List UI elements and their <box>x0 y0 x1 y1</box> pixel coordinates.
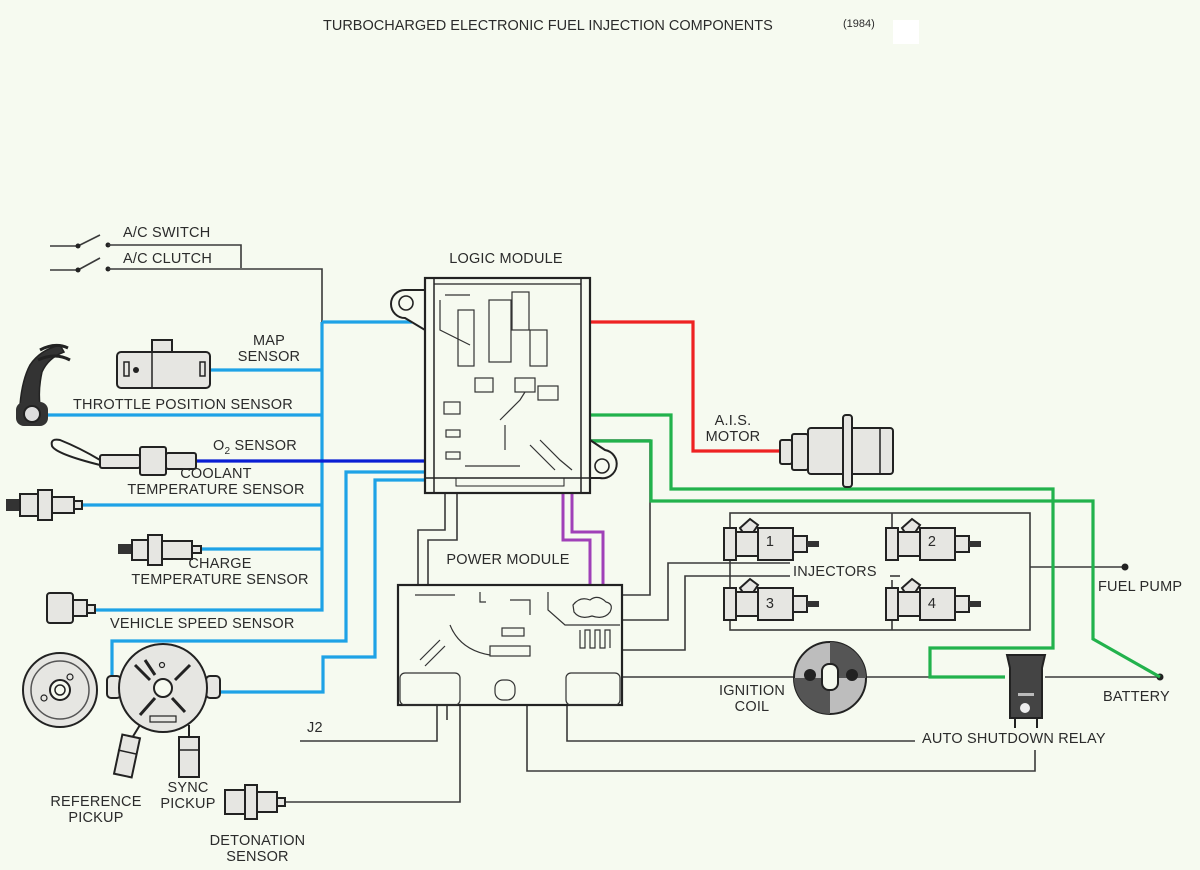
ac-switch-wires <box>50 234 323 322</box>
auto-shutdown-relay-label: AUTO SHUTDOWN RELAY <box>922 731 1106 747</box>
ignition-label-line1: IGNITION <box>718 683 786 699</box>
o2-label-suffix: SENSOR <box>230 438 297 454</box>
detonation-label-line2: SENSOR <box>226 849 289 865</box>
battery-label: BATTERY <box>1103 689 1170 705</box>
sync-pickup-label: SYNC PICKUP <box>158 780 218 812</box>
coolant-label-line1: COOLANT <box>180 466 252 482</box>
map-label-line1: MAP <box>252 333 286 349</box>
injectors-label: INJECTORS <box>793 564 877 580</box>
diagram-year: (1984) <box>843 18 875 30</box>
sensor-bus <box>44 320 428 694</box>
ignition-coil-label: IGNITION COIL <box>712 683 792 715</box>
detonation-label-line1: DETONATION <box>209 833 306 849</box>
diagram-title: TURBOCHARGED ELECTRONIC FUEL INJECTION C… <box>323 18 773 34</box>
injector-1-number: 1 <box>765 534 775 550</box>
logic-module-label: LOGIC MODULE <box>449 251 563 267</box>
auto-shutdown-relay-icon[interactable] <box>1005 654 1047 728</box>
injector-3-icon[interactable] <box>723 577 819 621</box>
ignition-label-line2: COIL <box>734 699 770 715</box>
reference-pickup-label: REFERENCE PICKUP <box>44 794 148 826</box>
ignition-line <box>622 673 1164 681</box>
map-label-line2: SENSOR <box>237 349 301 365</box>
ignition-coil-icon[interactable] <box>793 641 867 715</box>
charge-label-line1: CHARGE <box>188 556 252 572</box>
power-module-label: POWER MODULE <box>446 552 570 568</box>
coolant-temperature-sensor-icon[interactable] <box>6 489 83 521</box>
ais-motor-label: A.I.S. MOTOR <box>695 413 771 445</box>
bottom-wires <box>282 705 1036 803</box>
injector-3-number: 3 <box>765 596 775 612</box>
injector-1-icon[interactable] <box>723 517 819 561</box>
reference-label-line1: REFERENCE <box>50 794 142 810</box>
injector-2-icon[interactable] <box>885 517 981 561</box>
charge-temperature-sensor-label: CHARGE TEMPERATURE SENSOR <box>122 556 318 588</box>
injector-4-icon[interactable] <box>885 577 981 621</box>
throttle-position-sensor-label: THROTTLE POSITION SENSOR <box>73 397 293 413</box>
ais-label-line2: MOTOR <box>705 429 761 445</box>
power-feed-wires <box>590 413 1161 679</box>
white-patch <box>893 20 919 44</box>
reference-pickup-icon[interactable] <box>112 724 142 779</box>
o2-label-subscript: 2 <box>224 445 231 457</box>
o2-sensor-label: O2 SENSOR <box>213 438 297 460</box>
ac-clutch-label: A/C CLUTCH <box>123 251 213 267</box>
map-sensor-icon[interactable] <box>116 339 211 389</box>
vehicle-speed-sensor-label: VEHICLE SPEED SENSOR <box>110 616 295 632</box>
logic-power-links <box>417 493 458 585</box>
ais-wire <box>590 320 780 453</box>
injector-4-number: 4 <box>927 596 937 612</box>
coolant-label-line2: TEMPERATURE SENSOR <box>127 482 305 498</box>
reference-label-line2: PICKUP <box>68 810 124 826</box>
distributor-icon[interactable] <box>22 643 221 733</box>
j2-label: J2 <box>307 720 323 736</box>
detonation-sensor-label: DETONATION SENSOR <box>200 833 315 865</box>
module-link-wires <box>561 493 605 585</box>
ac-switch-label: A/C SWITCH <box>123 225 211 241</box>
injector-2-number: 2 <box>927 534 937 550</box>
detonation-sensor-icon[interactable] <box>224 784 286 820</box>
fuel-pump-label: FUEL PUMP <box>1098 579 1183 595</box>
charge-temperature-sensor-icon[interactable] <box>118 534 202 566</box>
ais-label-line1: A.I.S. <box>714 413 752 429</box>
ais-motor-icon[interactable] <box>779 414 894 488</box>
sync-pickup-icon[interactable] <box>178 725 200 778</box>
power-module[interactable] <box>396 583 624 707</box>
throttle-position-sensor-icon[interactable] <box>16 343 71 426</box>
o2-label-prefix: O <box>213 438 225 454</box>
sync-label-line1: SYNC <box>167 780 209 796</box>
sync-label-line2: PICKUP <box>160 796 216 812</box>
map-sensor-label: MAP SENSOR <box>232 333 306 365</box>
o2-sensor-icon[interactable] <box>50 438 197 476</box>
charge-label-line2: TEMPERATURE SENSOR <box>131 572 309 588</box>
vehicle-speed-sensor-icon[interactable] <box>46 592 96 624</box>
coolant-temperature-sensor-label: COOLANT TEMPERATURE SENSOR <box>118 466 314 498</box>
logic-module[interactable] <box>390 276 618 495</box>
